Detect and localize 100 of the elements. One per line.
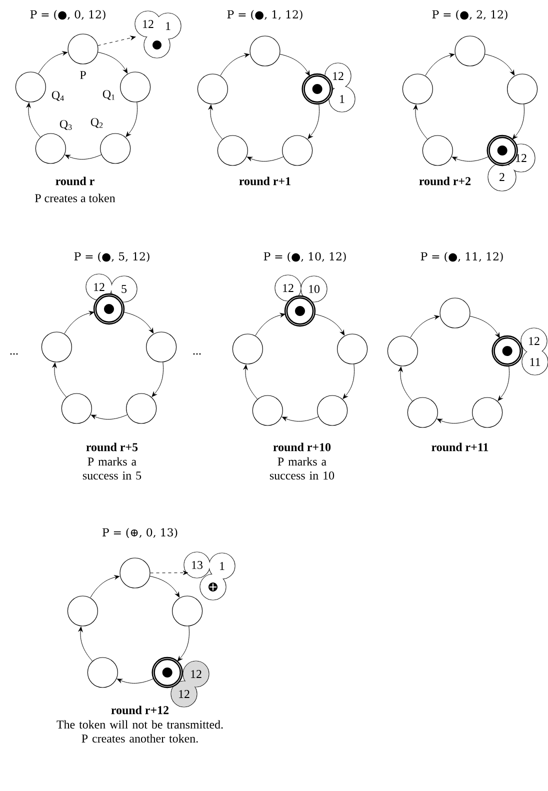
- node-label: 1: [166, 22, 170, 30]
- process-circle: [407, 397, 438, 428]
- process-circle: [250, 36, 280, 66]
- node-label: 13: [192, 560, 203, 570]
- round-label: round r+1: [239, 176, 290, 186]
- round-label: round r+11: [432, 442, 488, 452]
- ring-arrow: [90, 414, 128, 420]
- token-cloud: 12 12: [170, 660, 210, 708]
- round-label: round r: [56, 176, 94, 186]
- token-cloud: 12 1: [134, 10, 182, 58]
- round-label: round r+10: [273, 442, 331, 452]
- process-circle: [126, 393, 157, 424]
- token-cloud: 13 1: [184, 552, 236, 600]
- process-circle: [282, 135, 313, 166]
- ring-arrow: [123, 312, 154, 334]
- caption-text: P creates a token: [35, 194, 116, 202]
- token-arrow: [98, 36, 136, 46]
- process-label: Q$_{3}$: [60, 120, 72, 130]
- caption-text: P marks a success in 5: [82, 457, 142, 480]
- ring-arrow: [243, 364, 258, 400]
- node-label: 12: [143, 20, 154, 28]
- ring-arrow: [126, 102, 138, 137]
- process-circle: [197, 74, 228, 104]
- ellipsis: ...: [10, 353, 18, 355]
- ring-arrow: [398, 366, 413, 402]
- caption-text: P marks a success in 10: [270, 457, 334, 480]
- process-circle: [120, 558, 150, 588]
- ring-arrow: [98, 52, 128, 74]
- process-circle: [172, 596, 203, 626]
- process-label: Q$_{4}$: [52, 91, 64, 101]
- process-circle: [252, 395, 283, 426]
- ring-arrow: [512, 104, 524, 140]
- panel-title: P = (●, 0, 12): [30, 10, 106, 20]
- caption-text: The token will not be transmitted. P creates another token.: [56, 720, 223, 743]
- panel-title: P = (●, 2, 12): [432, 10, 508, 20]
- token-holder-circle: [486, 134, 518, 166]
- panel-title: P = (●, 11, 12): [420, 252, 503, 262]
- process-circle: [507, 74, 538, 104]
- process-label: Q$_{2}$: [90, 118, 103, 128]
- ring-arrow: [425, 53, 455, 76]
- process-label: Q$_{1}$: [102, 90, 115, 100]
- process-label: P: [80, 71, 86, 79]
- ring-arrow: [470, 316, 500, 338]
- ring-arrow: [246, 156, 284, 162]
- process-circle: [146, 332, 177, 362]
- round-label: round r+12: [111, 706, 169, 714]
- ring-arrow: [52, 362, 67, 398]
- process-circle: [387, 336, 418, 366]
- round-label: round r+5: [86, 442, 138, 452]
- token-holder-circle: [93, 293, 125, 325]
- ring-arrow: [220, 53, 250, 76]
- process-circle: [472, 397, 503, 428]
- panel-title: P = (⊕, 0, 13): [102, 528, 178, 538]
- ring-arrow: [64, 310, 94, 334]
- ring-arrow: [177, 626, 190, 662]
- process-circle: [87, 657, 118, 688]
- ring-arrow: [342, 364, 355, 399]
- panel-title: P = (●, 5, 12): [74, 252, 150, 262]
- token-holder-circle: [152, 656, 183, 688]
- token-holder-circle: [492, 335, 523, 367]
- process-circle: [402, 74, 433, 104]
- process-circle: [67, 596, 98, 626]
- ring-arrow: [308, 103, 320, 139]
- ring-arrow: [38, 51, 68, 74]
- ring-arrow: [78, 626, 93, 662]
- panel-title: P = (●, 1, 12): [227, 10, 302, 20]
- ring-arrow: [90, 575, 120, 598]
- process-circle: [61, 393, 92, 424]
- ring-arrow: [152, 362, 164, 397]
- ring-arrow: [314, 314, 345, 336]
- ring-arrow: [150, 576, 180, 598]
- token-cloud: 12 11: [520, 328, 548, 376]
- round-label: round r+2: [419, 176, 471, 186]
- ring-arrow: [498, 365, 510, 401]
- process-circle: [317, 395, 348, 426]
- process-circle: [41, 332, 72, 362]
- process-circle: [232, 334, 263, 364]
- token-arrow: [150, 570, 188, 575]
- ring-arrow: [65, 154, 102, 160]
- ring-arrow: [255, 312, 286, 336]
- ring-arrow: [452, 156, 490, 162]
- node-label: 12: [283, 284, 294, 292]
- process-circle: [422, 135, 453, 166]
- node-label: 1: [220, 562, 224, 570]
- token-holder-circle: [302, 73, 333, 105]
- panel-title: P = (●, 10, 12): [264, 252, 346, 262]
- node-label: 10: [309, 284, 320, 294]
- ring-arrow: [413, 104, 428, 140]
- token-cloud: 12 10: [274, 274, 328, 302]
- ring-arrow: [26, 102, 41, 138]
- ellipsis: ...: [193, 353, 201, 355]
- ring-arrow: [282, 416, 319, 422]
- ring-arrow: [484, 54, 515, 76]
- ring-arrow: [280, 54, 310, 76]
- process-circle: [217, 135, 248, 166]
- ring-arrow: [436, 418, 474, 424]
- ring-arrow: [116, 678, 154, 684]
- process-circle: [454, 36, 486, 66]
- process-circle: [440, 298, 470, 328]
- ring-arrow: [208, 104, 223, 140]
